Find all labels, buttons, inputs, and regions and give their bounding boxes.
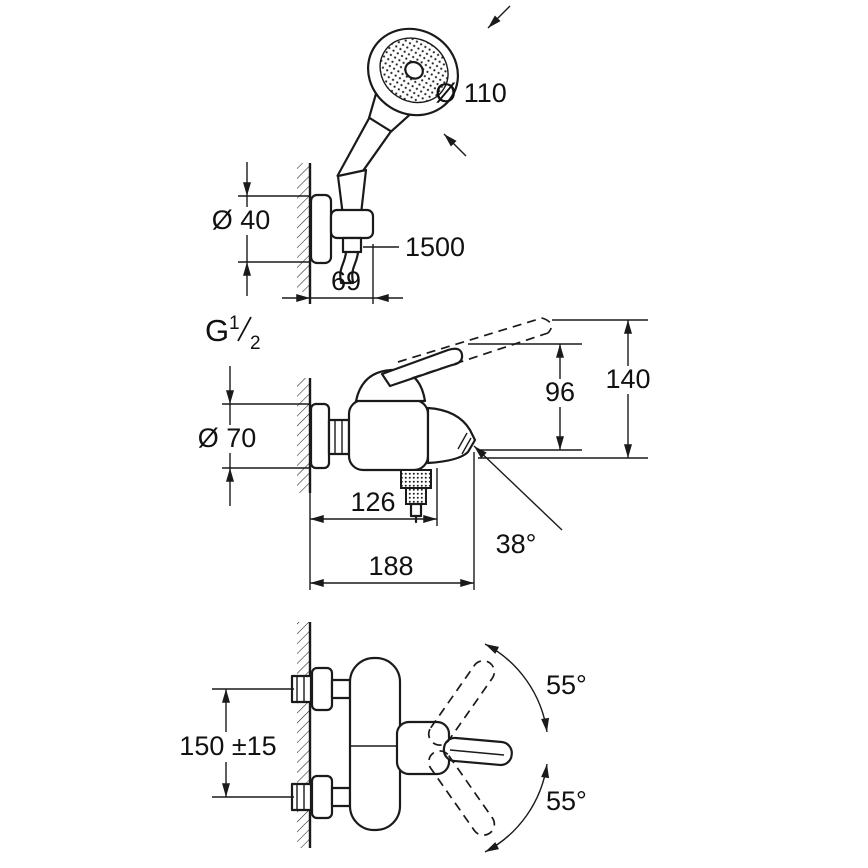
mixer-body-plan <box>348 656 402 832</box>
dim-depth-188-label: 188 <box>368 551 413 581</box>
thread-numerator: 1 <box>229 313 240 334</box>
dim-height-96: 96 <box>468 343 582 451</box>
hose-nut <box>341 236 363 254</box>
wall-hatch <box>297 378 310 493</box>
holder-bracket <box>329 208 375 240</box>
dim-hose-length: 1500 <box>363 232 465 262</box>
spray-hub <box>404 60 424 80</box>
dim-mount-distance-label: 150 ±15 <box>179 731 276 761</box>
dim-holder-diameter: Ø 40 <box>210 162 311 296</box>
angle-lever-down-label: 55° <box>546 786 587 816</box>
aerator-line <box>461 437 472 455</box>
dim-height-96-label: 96 <box>545 377 575 407</box>
angle-lever-up-label: 55° <box>546 670 587 700</box>
escutcheon-bottom <box>310 774 334 820</box>
holder-escutcheon <box>309 193 333 265</box>
spout <box>426 406 477 465</box>
dim-hose-length-label: 1500 <box>405 232 465 262</box>
lever-raised-dashed <box>397 317 553 379</box>
mixer-side-view: G 1 2 96 <box>193 313 657 590</box>
dim-spout-angle: 38° <box>473 445 563 559</box>
lever-blade-plan <box>442 736 513 767</box>
diverter-knurl <box>400 469 432 489</box>
hand-shower-view: Ø 110 Ø 40 1500 69 <box>210 5 511 304</box>
dim-spout-angle-label: 38° <box>496 529 537 559</box>
hose-connector-knurl <box>405 487 427 505</box>
s-union <box>327 418 351 456</box>
escutcheon-top <box>310 666 334 712</box>
dim-depth-188: 188 <box>310 452 475 590</box>
wall-hatch <box>297 163 310 292</box>
mixer-escutcheon <box>309 402 331 470</box>
connector-pin <box>409 502 423 518</box>
dim-mount-distance: 150 ±15 <box>165 688 294 798</box>
lever-solid <box>380 347 464 388</box>
dim-holder-depth-label: 69 <box>331 266 361 296</box>
wall-hatch <box>297 622 310 848</box>
dim-height-140: 140 <box>478 319 657 459</box>
dim-spout-reach-label: 126 <box>350 487 395 517</box>
lever-seam <box>449 749 505 756</box>
hose-right <box>351 250 360 284</box>
hand-shower <box>336 27 460 187</box>
dim-rosette-diameter: Ø 70 <box>193 366 311 506</box>
mixer-body <box>347 398 430 472</box>
fraction-slash <box>237 316 252 342</box>
swing-arc-down <box>484 763 550 853</box>
shank-bottom <box>330 786 352 808</box>
shank-top <box>330 678 352 700</box>
thread-denominator: 2 <box>250 333 261 354</box>
swing-arc-up <box>484 643 550 733</box>
dim-height-140-label: 140 <box>605 364 650 394</box>
aerator-line <box>457 432 468 450</box>
thread-g-label: G <box>205 313 229 348</box>
hose-left <box>339 250 348 284</box>
lever-base-plan <box>395 720 451 776</box>
dim-rosette-diameter-label: Ø 70 <box>198 423 257 453</box>
dim-head-diameter-label: Ø 110 <box>435 78 507 108</box>
dim-holder-depth: 69 <box>282 244 403 304</box>
thread-label: G 1 2 <box>205 313 261 354</box>
dim-holder-diameter-label: Ø 40 <box>212 205 271 235</box>
dim-spout-reach: 126 <box>310 468 438 526</box>
dim-head-diameter: Ø 110 <box>435 5 511 157</box>
mixer-plan-view: 55° 55° 150 ±15 <box>165 622 587 853</box>
supply-elbow-bottom <box>290 782 313 812</box>
supply-elbow-top <box>290 674 313 704</box>
